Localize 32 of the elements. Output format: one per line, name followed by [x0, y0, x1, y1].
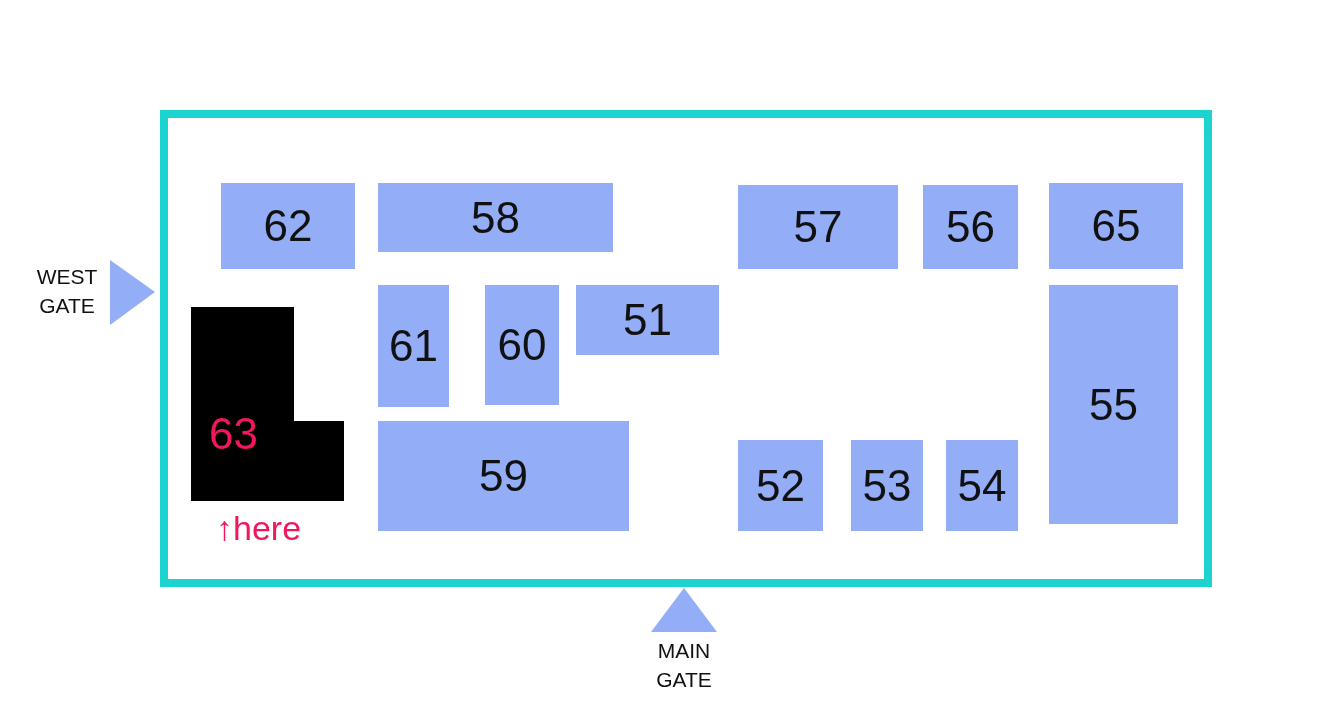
- building-block: [378, 183, 613, 252]
- building-block: [946, 440, 1018, 531]
- highlighted-building: [191, 307, 344, 501]
- building-number: 52: [756, 463, 805, 508]
- building-number: 51: [623, 298, 672, 342]
- site-boundary: [160, 110, 1212, 587]
- building-number: 63: [209, 412, 258, 456]
- building-block: [576, 285, 719, 355]
- building-number: 58: [471, 195, 520, 240]
- building-block: [738, 185, 898, 269]
- building-number: 61: [389, 324, 438, 368]
- building-number: 60: [497, 323, 547, 367]
- building-number: 62: [263, 204, 313, 248]
- building-block: [378, 285, 449, 407]
- building-number: 53: [862, 463, 912, 508]
- building-block: [221, 183, 355, 269]
- building-number: 65: [1091, 204, 1141, 248]
- building-number: 56: [946, 205, 995, 249]
- building-number: 57: [793, 205, 843, 249]
- gate-label: MAIN GATE: [655, 638, 713, 693]
- building-block: [851, 440, 923, 531]
- building-block: [923, 185, 1018, 269]
- building-block: [1049, 183, 1183, 269]
- building-block: [485, 285, 559, 405]
- gate-label: WEST GATE: [35, 264, 99, 319]
- building-number: 59: [479, 454, 528, 498]
- building-number: 55: [1089, 382, 1138, 427]
- location-note: ↑here: [216, 511, 302, 545]
- building-block: [378, 421, 629, 531]
- building-block: [738, 440, 823, 531]
- building-block: [1049, 285, 1178, 524]
- building-number: 54: [957, 463, 1007, 508]
